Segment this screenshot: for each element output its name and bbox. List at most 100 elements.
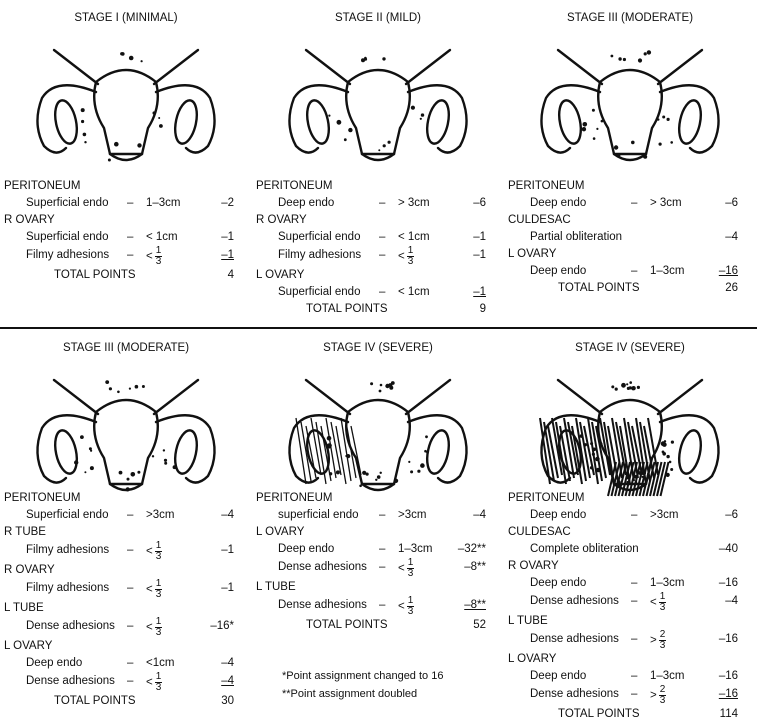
total-row: TOTAL POINTS30 [4,693,250,710]
site-heading: L OVARY [508,651,754,668]
finding-label: Deep endo [530,263,586,280]
points-value: –6 [704,507,738,524]
size-criterion: >3cm [650,507,678,524]
size-text: 1–3cm [398,543,433,555]
uterus-diagram [278,36,478,174]
fraction: 13 [155,246,163,267]
finding-label: Complete obliteration [530,541,639,558]
finding-row: Deep endo–> 3cm–6 [508,195,754,212]
finding-label: Dense adhesions [530,685,619,704]
dash: – [127,617,133,636]
stage-title: STAGE IV (SEVERE) [504,342,756,354]
site-label: R OVARY [508,558,559,575]
points-value: –2 [200,195,234,212]
dash: – [127,246,133,265]
finding-row: Dense adhesions–>23–16 [508,685,754,706]
site-heading: PERITONEUM [508,490,754,507]
section-divider [0,327,757,329]
site-label: L OVARY [256,267,304,284]
fraction-denominator: 3 [155,257,163,267]
site-label: L TUBE [508,613,548,630]
points-value: –16 [704,575,738,592]
finding-label: Superficial endo [278,284,360,301]
finding-row: Deep endo–> 3cm–6 [256,195,502,212]
finding-row: Deep endo–1–3cm–16 [508,668,754,685]
size-text: >3cm [650,509,678,521]
site-label: L OVARY [4,638,52,655]
size-text: < [146,546,153,558]
size-text: < 1cm [398,286,430,298]
size-criterion: <13 [146,246,162,267]
dash: – [127,195,133,212]
stage-panel: STAGE II (MILD)PERITONEUMDeep endo–> 3cm… [252,0,504,325]
footnote: *Point assignment changed to 16 [282,670,443,682]
dash: – [631,263,637,280]
fraction: 23 [659,630,667,651]
fraction: 13 [155,617,163,638]
fraction-denominator: 3 [155,628,163,638]
dash: – [127,229,133,246]
size-criterion: <1cm [146,655,174,672]
size-text: >3cm [398,509,426,521]
size-text: >3cm [146,509,174,521]
finding-row: Filmy adhesions–<13–1 [4,541,250,562]
points-value: –6 [704,195,738,212]
pelvis-illustration [278,366,478,504]
pelvis-illustration [26,36,226,174]
size-criterion: < 1cm [398,229,430,246]
points-value: –4 [200,672,234,691]
site-heading: L OVARY [508,246,754,263]
site-label: L OVARY [508,246,556,263]
points-value: –1 [200,541,234,560]
dash: – [631,575,637,592]
finding-label: Filmy adhesions [26,541,109,560]
dash: – [631,668,637,685]
finding-label: Partial obliteration [530,229,622,246]
site-heading: PERITONEUM [508,178,754,195]
points-value: –4 [704,592,738,611]
site-heading: R OVARY [508,558,754,575]
fraction-denominator: 3 [659,641,667,651]
finding-label: Dense adhesions [530,592,619,611]
fraction-denominator: 3 [407,607,415,617]
dash: – [379,284,385,301]
finding-label: Deep endo [530,195,586,212]
fraction: 13 [407,596,415,617]
finding-label: superficial endo [278,507,359,524]
uterus-outline [289,50,466,160]
size-criterion: <13 [146,617,162,638]
stage-panel: STAGE III (MODERATE)PERITONEUMDeep endo–… [504,0,756,325]
size-criterion: >3cm [146,507,174,524]
fraction: 23 [659,685,667,706]
finding-row: Superficial endo–1–3cm–2 [4,195,250,212]
pelvis-illustration [530,366,730,504]
site-heading: CULDESAC [508,212,754,229]
total-label: TOTAL POINTS [306,301,388,318]
fraction: 13 [155,541,163,562]
stage-panel: STAGE IV (SEVERE)PERITONEUMDeep endo–>3c… [504,330,756,705]
total-points: 26 [704,280,738,297]
total-label: TOTAL POINTS [558,706,640,723]
size-criterion: 1–3cm [650,575,685,592]
size-text: < [398,563,405,575]
finding-label: Deep endo [278,195,334,212]
site-label: PERITONEUM [508,490,584,507]
site-heading: R OVARY [4,562,250,579]
dash: – [631,507,637,524]
finding-row: Dense adhesions–<13–16* [4,617,250,638]
dash: – [379,558,385,577]
fraction-denominator: 3 [407,257,415,267]
points-value: –16 [704,630,738,649]
points-value: –4 [452,507,486,524]
finding-row: Superficial endo–>3cm–4 [4,507,250,524]
score-table: PERITONEUMsuperficial endo–>3cm–4L OVARY… [256,490,502,634]
size-criterion: <13 [398,558,414,579]
size-text: 1–3cm [650,577,685,589]
size-criterion: > 3cm [650,195,682,212]
total-points: 30 [200,693,234,710]
fraction: 13 [407,558,415,579]
points-value: –6 [452,195,486,212]
points-value: –4 [704,229,738,246]
total-points: 9 [452,301,486,318]
lesion-marks [582,50,673,159]
